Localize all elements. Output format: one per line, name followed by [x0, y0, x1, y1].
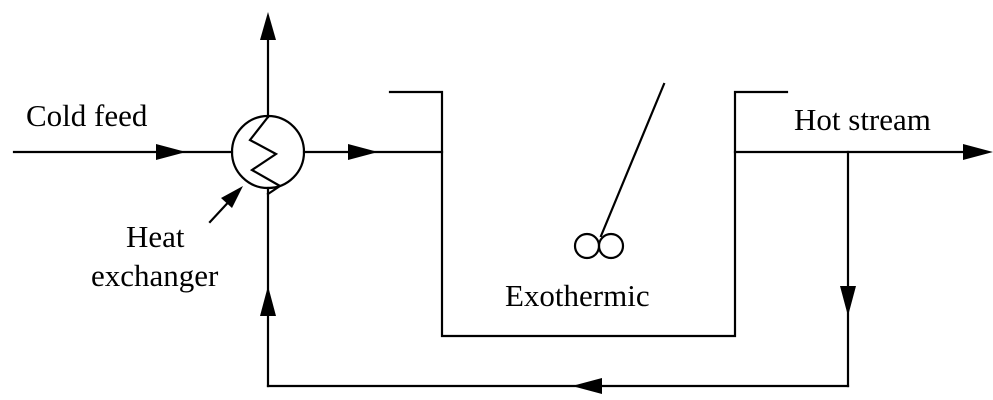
recycle-down-arrow [840, 286, 856, 316]
heat-exchanger-symbol [230, 114, 306, 190]
reactor-label: Exothermic [505, 278, 650, 313]
hot-stream-label: Hot stream [794, 102, 931, 137]
agitator-shaft [599, 82, 666, 238]
cold-feed-label: Cold feed [26, 98, 148, 133]
recycle-up-arrow [260, 286, 276, 316]
hot-stream-arrow [963, 144, 993, 160]
heat-exchanger-pointer-arrow [221, 186, 243, 208]
cold-feed-arrow [156, 144, 186, 160]
reactor-feed-arrow [348, 144, 378, 160]
reactor-tank [388, 90, 789, 338]
up-arrow [260, 12, 276, 40]
agitator-impeller-icon [573, 232, 625, 260]
heat-exchanger-coil [248, 115, 283, 196]
recycle-left-arrow [572, 378, 602, 394]
heat-exchanger-label-line1: Heat [126, 219, 185, 254]
heat-exchanger-label-line2: exchanger [91, 258, 219, 293]
